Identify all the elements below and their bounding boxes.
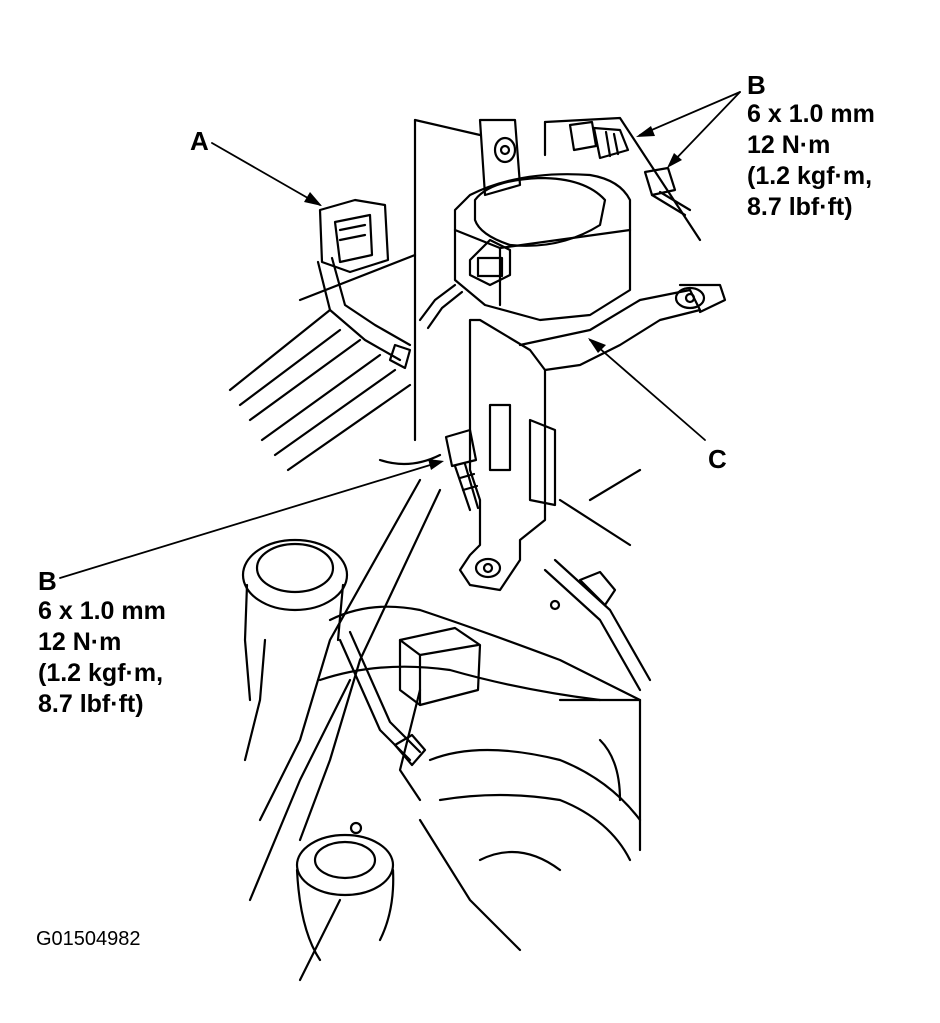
- relay-box: [398, 626, 482, 707]
- callout-b-left-torque-nm: 12 N·m: [38, 628, 122, 656]
- callout-c-label: C: [708, 444, 727, 474]
- callout-b-left-torque-lbfft: 8.7 lbf·ft): [38, 690, 144, 718]
- control-unit-c: [418, 173, 632, 330]
- bolt-b-left: [444, 428, 480, 512]
- callout-b-top-torque-nm: 12 N·m: [747, 131, 831, 159]
- callout-b-left-torque-kgfm: (1.2 kgf·m,: [38, 659, 164, 687]
- callout-b-left-label: B: [38, 566, 57, 596]
- strut-tower: [295, 821, 395, 962]
- callout-b-top-torque-kgfm: (1.2 kgf·m,: [747, 162, 873, 190]
- bolt-b-top-2: [643, 166, 692, 217]
- bolt-b-top: [568, 120, 630, 160]
- engine-harness: [338, 558, 652, 767]
- callout-a-label: A: [190, 126, 209, 156]
- callout-b-top-size: 6 x 1.0 mm: [747, 100, 875, 128]
- washer-tank-filler: [241, 538, 349, 702]
- leader-lines: [59, 91, 741, 579]
- callout-b-top-label: B: [747, 70, 766, 100]
- callout-b-left-size: 6 x 1.0 mm: [38, 597, 166, 625]
- mounting-bracket: [458, 118, 727, 592]
- connector-a: [316, 198, 412, 370]
- callout-b-top-torque-lbfft: 8.7 lbf·ft): [747, 193, 853, 221]
- figure-code: G01504982: [36, 928, 141, 950]
- arrowheads: [304, 126, 682, 470]
- engine-bay-background: [228, 116, 702, 982]
